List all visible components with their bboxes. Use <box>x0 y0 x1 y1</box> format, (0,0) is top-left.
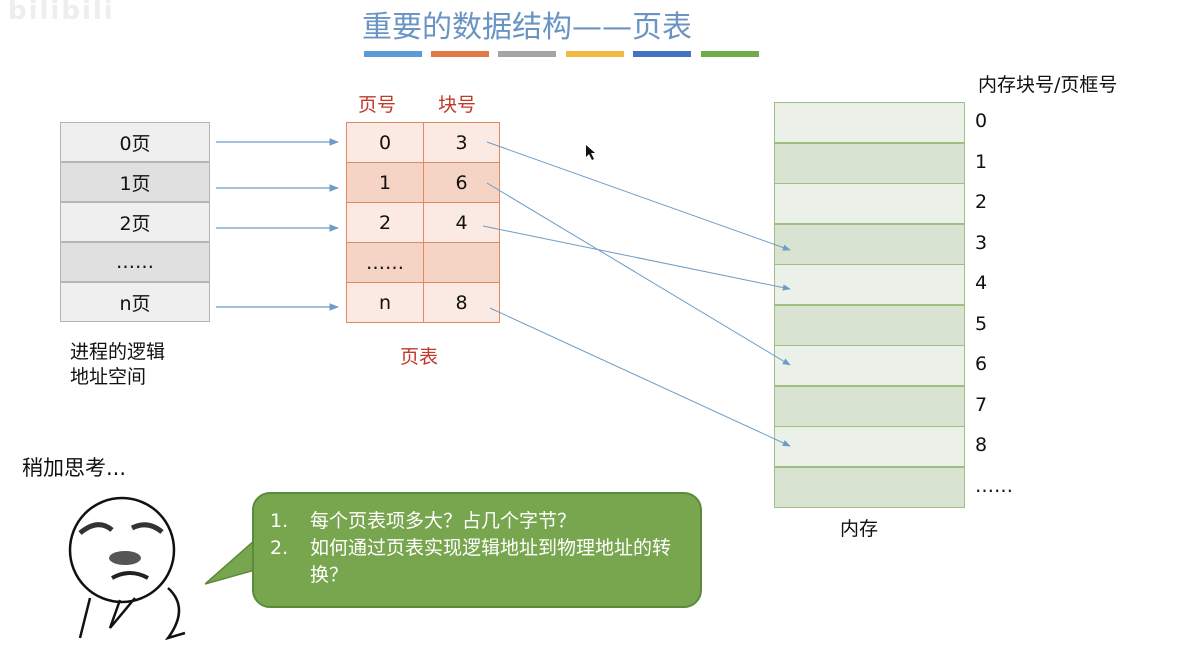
question-text: 每个页表项多大？占几个字节？ <box>310 510 577 532</box>
title-bar-3 <box>498 51 556 57</box>
memory-frame-block <box>774 385 965 427</box>
thinking-label: 稍加思考... <box>22 456 127 480</box>
title-bar-6 <box>701 51 759 57</box>
bilibili-watermark: bilibili <box>8 0 115 26</box>
block-to-frame-arrow-8 <box>489 307 791 447</box>
caption-line: 进程的逻辑 <box>70 341 166 363</box>
title-bar-2 <box>431 51 489 57</box>
memory-frame-number: 0 <box>975 110 988 132</box>
memory-frame-number: 3 <box>975 231 988 254</box>
memory-frame-number: 1 <box>975 150 988 173</box>
question-number: 1. <box>270 510 289 532</box>
page-title: 重要的数据结构——页表 <box>362 10 692 45</box>
logical-page-row: 2页 <box>60 202 210 242</box>
block-number-cell: 3 <box>423 122 500 163</box>
thinking-face-icon <box>68 496 186 641</box>
logical-page-row: …… <box>60 242 210 282</box>
caption-line: 地址空间 <box>70 366 147 388</box>
block-to-frame-arrow-4 <box>482 225 791 291</box>
memory-frame-number: 7 <box>975 393 988 416</box>
question-item: 2. 如何通过页表实现逻辑地址到物理地址的转换？ <box>270 535 690 589</box>
memory-frame-block <box>774 264 965 305</box>
mouse-cursor-icon <box>586 145 595 160</box>
memory-frame-number: 4 <box>975 272 988 294</box>
block-number-header: 块号 <box>438 94 477 116</box>
memory-frame-number: …… <box>975 474 1013 497</box>
memory-frame-block <box>774 466 965 508</box>
memory-caption: 内存 <box>840 518 879 540</box>
block-number-cell: 4 <box>423 202 500 243</box>
memory-frame-number: 6 <box>975 353 988 375</box>
block-number-cell: 8 <box>423 282 500 323</box>
memory-frame-block <box>774 102 965 143</box>
question-number: 2. <box>270 537 289 559</box>
title-bar-1 <box>364 51 422 57</box>
page-number-cell: n <box>346 282 424 323</box>
block-to-frame-arrow-6 <box>486 182 791 366</box>
memory-frame-block <box>774 142 965 184</box>
memory-frame-number: 8 <box>975 434 988 456</box>
block-to-frame-arrow-3 <box>486 141 791 251</box>
page-number-cell: 0 <box>346 122 424 163</box>
question-item: 1. 每个页表项多大？占几个字节？ <box>270 508 690 535</box>
memory-frame-block <box>774 183 965 224</box>
page-table-caption: 页表 <box>400 346 439 368</box>
logical-page-row: 0页 <box>60 122 210 162</box>
logical-page-row: 1页 <box>60 162 210 202</box>
memory-frame-number: 5 <box>975 312 988 335</box>
memory-frame-header: 内存块号/页框号 <box>978 74 1118 96</box>
question-text: 如何通过页表实现逻辑地址到物理地址的转换？ <box>310 537 672 586</box>
title-bar-5 <box>633 51 691 57</box>
logical-space-caption: 进程的逻辑 地址空间 <box>70 340 165 390</box>
memory-frame-number: 2 <box>975 191 988 213</box>
logical-page-row: n页 <box>60 282 210 322</box>
page-number-header: 页号 <box>358 94 397 116</box>
title-bar-4 <box>566 51 624 57</box>
question-bubble: 1. 每个页表项多大？占几个字节？ 2. 如何通过页表实现逻辑地址到物理地址的转… <box>252 492 702 608</box>
block-number-cell: 6 <box>423 162 500 203</box>
